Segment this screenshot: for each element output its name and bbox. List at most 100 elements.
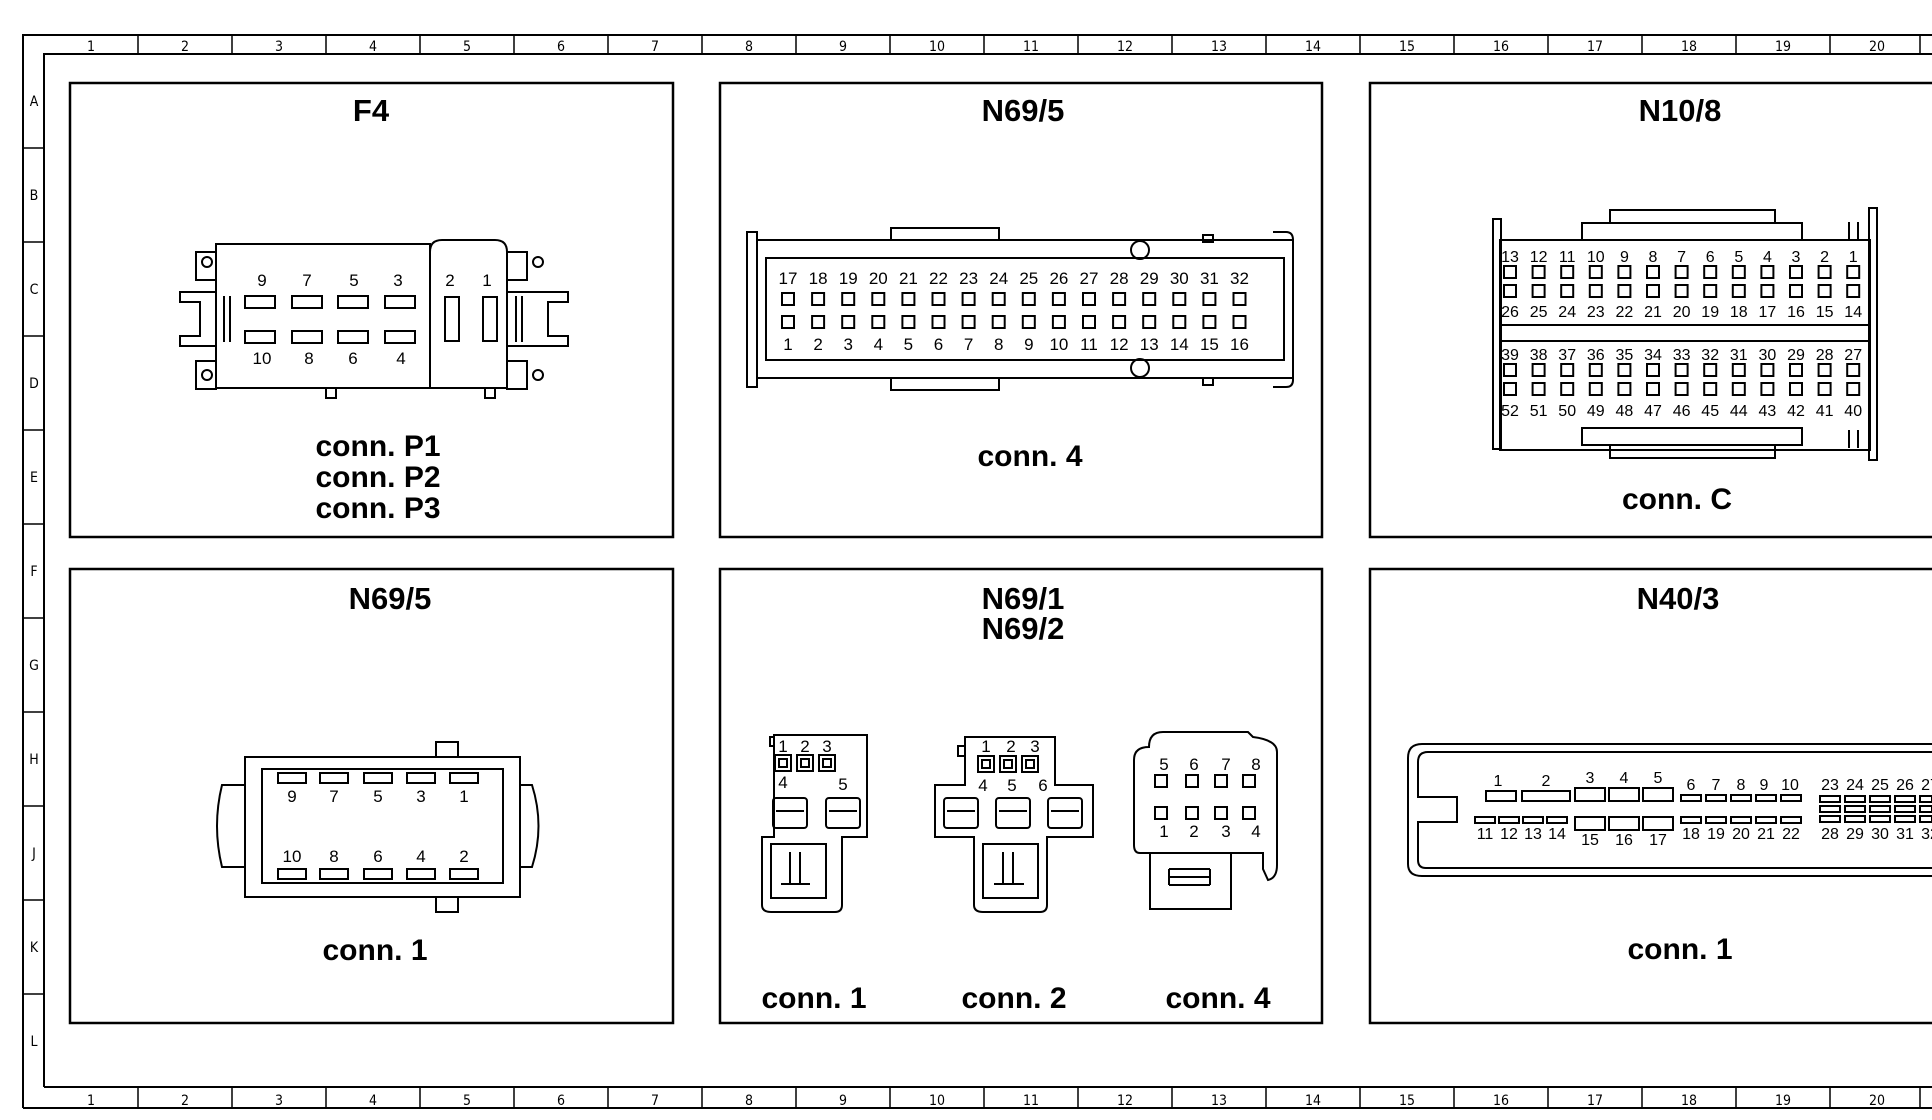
pin-label: 6: [1189, 755, 1198, 774]
pin-label: 6: [934, 335, 943, 354]
panel-f4: F4 9: [179, 93, 569, 525]
pin-label: 31: [1200, 269, 1219, 288]
grid-column-label: 4: [369, 1093, 377, 1109]
pin-label: 9: [1760, 777, 1769, 794]
pin-label: 6: [1706, 249, 1715, 266]
pin-label: 39: [1501, 347, 1519, 364]
pin-cavity: [1646, 363, 1660, 377]
grid-column-label: 17: [1587, 39, 1603, 55]
pin-cavity: [1674, 363, 1689, 377]
pin-label: 8: [1251, 755, 1260, 774]
pin-label: 1: [1159, 822, 1168, 841]
pin-label: 12: [1110, 335, 1129, 354]
grid-column-label: 20: [1869, 1093, 1885, 1109]
panel-title: N40/3: [1637, 581, 1720, 616]
pin-label: 26: [1896, 777, 1914, 794]
pin-label: 22: [929, 269, 948, 288]
pin-label: 1: [459, 787, 468, 806]
pin-label: 5: [373, 787, 382, 806]
grid-column-label: 9: [839, 39, 847, 55]
n69-1-conn1-drawing: [761, 734, 868, 913]
pin-label: 5: [1654, 770, 1663, 787]
pin-label: 5: [1007, 776, 1016, 795]
pin-cavity: [1021, 315, 1036, 329]
n69-conn4-drawing: [1133, 731, 1278, 910]
pin-label: 3: [822, 737, 831, 756]
pin-label: 15: [1816, 304, 1834, 321]
pin-label: 51: [1530, 403, 1548, 420]
pin-cavity: [1817, 265, 1832, 279]
grid-row-label: H: [29, 752, 38, 768]
n69-5-conn4-pin-cavities: [781, 292, 1247, 329]
grid-column-label: 16: [1493, 1093, 1509, 1109]
pin-label: 23: [1821, 777, 1839, 794]
f4-pin-numbers: 9 7 5 3 10 8 6 4 2 1: [253, 271, 492, 368]
connector-label: conn. 1: [761, 982, 866, 1015]
pin-label: 2: [1542, 773, 1551, 790]
pin-label: 21: [1757, 826, 1775, 843]
pin-label: 40: [1844, 403, 1862, 420]
pin-cavity: [841, 315, 856, 329]
pin-label: 11: [1477, 826, 1494, 843]
pin-cavity: [1588, 265, 1603, 279]
grid-column-label: 3: [275, 39, 283, 55]
pin-cavity: [1560, 284, 1575, 298]
pin-label: 1: [783, 335, 792, 354]
pin-label: 11: [1080, 335, 1098, 354]
pin-cavity: [1846, 363, 1861, 377]
grid-row-label: L: [30, 1034, 37, 1050]
grid-row-label: C: [30, 282, 39, 298]
pin-label: 23: [959, 269, 978, 288]
pin-label: 25: [1871, 777, 1889, 794]
pin-cavity: [1588, 382, 1603, 396]
pin-label: 3: [1030, 737, 1039, 756]
pin-label: 14: [1548, 826, 1566, 843]
pin-cavity: [1646, 382, 1660, 396]
pin-label: 2: [445, 271, 454, 290]
pin-label: 14: [1844, 304, 1862, 321]
pin-label: 23: [1587, 304, 1605, 321]
pin-label: 32: [1921, 826, 1932, 843]
pin-cavity: [1731, 363, 1746, 377]
pin-label: 50: [1558, 403, 1576, 420]
grid-column-label: 17: [1587, 1093, 1603, 1109]
pin-label: 30: [1170, 269, 1189, 288]
pin-label: 8: [1737, 777, 1746, 794]
pin-label: 29: [1140, 269, 1159, 288]
pin-cavity: [1112, 292, 1127, 306]
grid-column-label: 10: [929, 1093, 945, 1109]
grid-column-label: 15: [1399, 1093, 1415, 1109]
pin-cavity: [1617, 382, 1632, 396]
grid-column-label: 4: [369, 39, 377, 55]
pin-cavity: [1703, 363, 1718, 377]
pin-cavity: [1817, 363, 1832, 377]
n69-2-conn2-pin-numbers: 1 2 3 4 5 6: [978, 737, 1047, 795]
grid-column-label: 18: [1681, 39, 1697, 55]
n40-3-drawing: [1407, 743, 1932, 877]
pin-label: 2: [813, 335, 822, 354]
connector-label: conn. 2: [961, 982, 1066, 1015]
pin-cavity: [1703, 265, 1718, 279]
n69-5-conn4-drawing: [746, 227, 1294, 391]
pin-cavity: [1021, 292, 1036, 306]
grid-row-label: D: [29, 376, 39, 392]
pin-label: 15: [1200, 335, 1219, 354]
pin-label: 22: [1782, 826, 1800, 843]
pin-cavity: [1588, 284, 1603, 298]
pin-cavity: [1789, 284, 1803, 298]
pin-label: 19: [1707, 826, 1725, 843]
grid-column-label: 11: [1023, 39, 1039, 55]
pin-cavity: [1846, 382, 1861, 396]
connector-label: conn. 4: [1165, 982, 1270, 1015]
pin-cavity: [1731, 382, 1746, 396]
grid-column-label: 2: [181, 1093, 189, 1109]
pin-label: 15: [1581, 832, 1599, 849]
pin-cavity: [1789, 382, 1803, 396]
pin-label: 26: [1049, 269, 1068, 288]
pin-label: 28: [1110, 269, 1129, 288]
pin-label: 13: [1501, 249, 1519, 266]
pin-cavity: [931, 315, 946, 329]
